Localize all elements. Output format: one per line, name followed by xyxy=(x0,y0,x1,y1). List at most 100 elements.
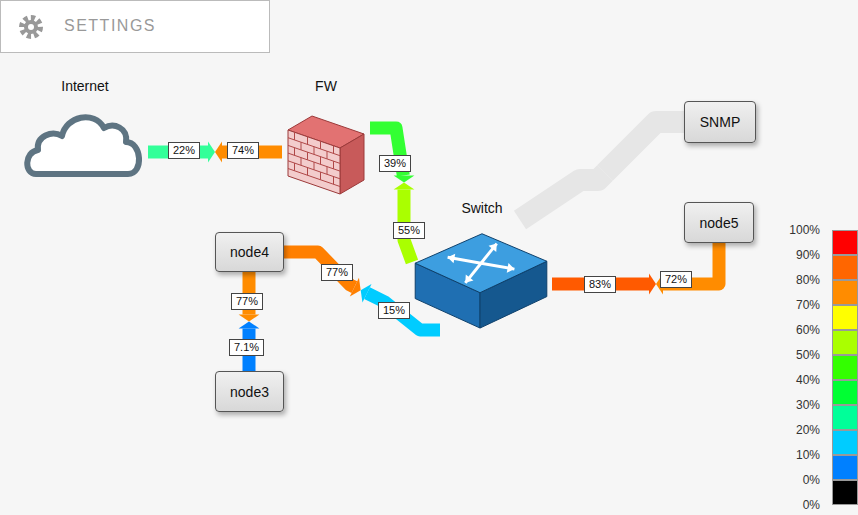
device-box: SNMP xyxy=(684,101,756,143)
brick-joint xyxy=(333,146,334,154)
link-arrowhead xyxy=(239,315,260,322)
link-arrowhead xyxy=(215,142,222,163)
brick-joint xyxy=(320,172,321,180)
legend-label: 100% xyxy=(780,223,820,237)
brick-joint xyxy=(307,137,308,145)
legend-label: 0% xyxy=(780,498,820,512)
legend-swatch xyxy=(832,230,858,255)
node-label: SNMP xyxy=(700,114,740,130)
brick-joint xyxy=(327,151,328,159)
link xyxy=(552,243,719,294)
legend-label: 50% xyxy=(780,348,820,362)
cloud-shape xyxy=(27,117,139,174)
legend-swatch xyxy=(832,330,858,355)
link-percent: 83% xyxy=(584,276,616,293)
link xyxy=(520,122,684,220)
link-percent: 72% xyxy=(660,271,692,288)
legend-swatch xyxy=(832,480,858,505)
legend-swatch xyxy=(832,255,858,280)
link-percent: 7.1% xyxy=(229,339,264,356)
firewall-icon xyxy=(282,98,370,196)
brick-line xyxy=(288,169,340,187)
legend-label: 10% xyxy=(780,448,820,462)
brick-joint xyxy=(333,161,334,169)
switch-icon xyxy=(412,220,552,330)
link-half xyxy=(284,252,354,287)
link-arrowhead xyxy=(649,274,656,295)
brick-joint xyxy=(320,141,321,149)
link-half xyxy=(520,173,605,220)
node-label: Internet xyxy=(22,76,148,96)
legend-label: 70% xyxy=(780,298,820,312)
node-label: node5 xyxy=(700,215,739,231)
legend-swatch xyxy=(832,405,858,430)
link-arrowhead xyxy=(394,175,415,182)
gear-icon xyxy=(11,7,51,47)
switch-arrow xyxy=(465,263,481,283)
node-label: node4 xyxy=(230,244,269,260)
link-arrowhead xyxy=(361,284,372,303)
wall-front xyxy=(288,130,340,194)
node-label: node3 xyxy=(230,384,269,400)
link-percent: 74% xyxy=(227,142,259,159)
node-label: FW xyxy=(282,76,370,96)
brick-line xyxy=(288,145,340,163)
legend-swatch xyxy=(832,305,858,330)
legend-label: 40% xyxy=(780,373,820,387)
brick-joint xyxy=(294,148,295,156)
brick-joint xyxy=(294,132,295,140)
cloud-outline xyxy=(22,98,148,180)
link-arrowhead xyxy=(239,322,260,329)
link-arrowhead xyxy=(394,182,415,189)
brick-joint xyxy=(294,163,295,171)
link-half xyxy=(605,122,684,173)
switch-node: Switch xyxy=(412,198,552,330)
legend-label: 30% xyxy=(780,398,820,412)
link xyxy=(239,272,260,371)
legend-label: 0% xyxy=(780,473,820,487)
legend-label: 90% xyxy=(780,248,820,262)
brick-line xyxy=(288,161,340,179)
legend-label: 80% xyxy=(780,273,820,287)
switch-arrowhead xyxy=(465,274,473,282)
link xyxy=(148,142,282,163)
brick-joint xyxy=(307,168,308,176)
settings-title: SETTINGS xyxy=(64,17,156,35)
legend-swatch xyxy=(832,430,858,455)
brick-joint xyxy=(327,167,328,175)
device-box: node4 xyxy=(215,232,284,272)
brick-joint xyxy=(301,158,302,166)
switch-arrowhead xyxy=(448,254,456,264)
brick-joint xyxy=(314,162,315,170)
legend-swatch xyxy=(832,455,858,480)
brick-line xyxy=(288,138,340,156)
brick-joint xyxy=(320,157,321,165)
legend-label: 20% xyxy=(780,423,820,437)
link-percent: 22% xyxy=(168,142,200,159)
brick-joint xyxy=(333,177,334,185)
legend-swatch xyxy=(832,355,858,380)
node-label: Switch xyxy=(412,198,552,218)
link-percent: 77% xyxy=(231,293,263,310)
device-box: node5 xyxy=(684,202,754,243)
brick-joint xyxy=(301,142,302,150)
switch-arrow xyxy=(481,244,497,264)
wall-side xyxy=(340,134,364,194)
legend-label: 60% xyxy=(780,323,820,337)
firewall-node: FW xyxy=(282,76,370,196)
legend-swatch xyxy=(832,380,858,405)
switch-arrowhead xyxy=(489,244,497,252)
legend-swatch xyxy=(832,280,858,305)
link-percent: 15% xyxy=(378,302,410,319)
link-percent: 77% xyxy=(321,264,353,281)
cloud-node: Internet xyxy=(22,76,148,180)
link-percent: 55% xyxy=(393,222,425,239)
brick-joint xyxy=(314,147,315,155)
link-arrowhead xyxy=(208,142,215,163)
device-box: node3 xyxy=(215,371,284,412)
link xyxy=(370,128,414,262)
brick-line xyxy=(288,153,340,171)
switch-arrowhead xyxy=(507,263,515,273)
link-percent: 39% xyxy=(379,155,411,172)
brick-joint xyxy=(307,152,308,160)
